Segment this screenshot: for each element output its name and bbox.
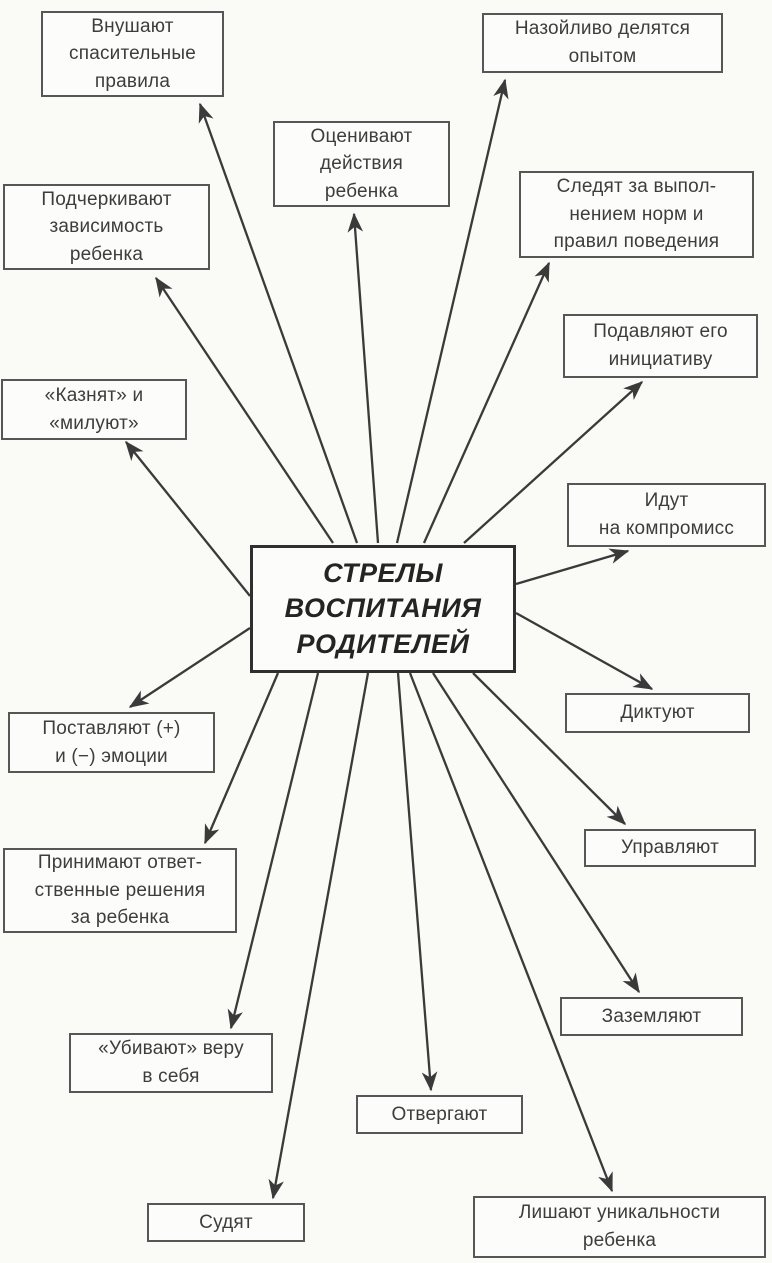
- node-sledyat: Следят за выпол-нением норм и правил пове…: [519, 171, 754, 258]
- node-ubivayut: «Убивают» веру в себя: [69, 1033, 273, 1093]
- node-podavlyayut: Подавляют его инициативу: [563, 314, 758, 378]
- node-diktuyut: Диктуют: [565, 693, 750, 733]
- center-title-line: СТРЕЛЫ: [323, 557, 443, 588]
- arrow-sledyat: [422, 261, 551, 544]
- node-label-line: Судят: [199, 1211, 253, 1233]
- node-postavlyayut: Поставляют (+) и (−) эмоции: [8, 712, 215, 773]
- node-label-line: Подавляют его: [593, 321, 728, 343]
- node-label-line: Идут: [644, 490, 689, 512]
- node-label-line: Диктуют: [620, 702, 695, 724]
- node-label-line: Оценивают: [310, 125, 413, 147]
- arrow-postavlyayut: [128, 627, 251, 708]
- node-label-line: Заземляют: [601, 1005, 702, 1027]
- arrow-vnushayut: [198, 102, 359, 544]
- node-label-line: опытом: [568, 46, 637, 67]
- node-ocenivayut: Оценивают действия ребенка: [273, 121, 450, 207]
- node-label-line: ребенка: [324, 180, 399, 202]
- node-idut: Идут на компромисс: [567, 483, 766, 547]
- node-label-line: правил поведения: [553, 231, 720, 253]
- arrow-podavlyayut: [463, 381, 644, 544]
- node-podcherkivayut: Подчеркивают зависимость ребенка: [3, 184, 210, 270]
- node-label-line: Лишают уникальности: [518, 1202, 721, 1224]
- center-title-line: ВОСПИТАНИЯ: [284, 593, 482, 624]
- center-title-line: РОДИТЕЛЕЙ: [296, 628, 470, 659]
- node-label-line: в себя: [142, 1066, 200, 1087]
- node-nazoylivo: Назойливо делятся опытом: [482, 13, 723, 73]
- node-label-line: Назойливо делятся: [514, 18, 691, 40]
- arrow-nazoylivo: [395, 78, 509, 544]
- node-label-line: Следят за выпол-: [556, 176, 717, 198]
- node-label-line: Внушают: [91, 15, 174, 37]
- node-sudyat: Судят: [147, 1203, 305, 1242]
- node-otvergayut: Отвергают: [356, 1095, 523, 1134]
- node-label-line: правила: [94, 70, 171, 92]
- node-label-line: Подчеркивают: [41, 188, 172, 210]
- arrow-ocenivayut: [347, 212, 380, 544]
- node-label-line: действия: [319, 153, 404, 175]
- center-node-title: СТРЕЛЫ ВОСПИТАНИЯ РОДИТЕЛЕЙ: [250, 545, 516, 673]
- arrow-idut: [515, 548, 630, 586]
- node-label-line: Отвергают: [391, 1103, 488, 1125]
- node-label-line: инициативу: [608, 349, 713, 370]
- arrow-diktuyut: [515, 611, 654, 691]
- node-label-line: Управляют: [620, 837, 719, 859]
- arrow-ubivayut: [227, 672, 320, 1030]
- node-label-line: ребенка: [582, 1230, 657, 1251]
- node-zazemlyayut: Заземляют: [560, 997, 743, 1036]
- arrow-kaznyat: [125, 440, 251, 597]
- node-label-line: за ребенка: [70, 907, 170, 929]
- arrow-sudyat: [268, 672, 370, 1200]
- node-label-line: «милуют»: [49, 412, 139, 434]
- node-lishayut: Лишают уникальности ребенка: [473, 1196, 766, 1258]
- node-prinimayut: Принимают ответ-ственные решения за ребен…: [3, 848, 237, 933]
- arrow-otvergayut: [396, 672, 438, 1092]
- arrow-prinimayut: [203, 672, 280, 845]
- node-label-line: и (−) эмоции: [55, 745, 168, 767]
- node-label-line: «Убивают» веру: [98, 1038, 244, 1060]
- node-label-line: спасительные: [69, 43, 196, 65]
- node-upravlyayut: Управляют: [584, 829, 756, 867]
- node-label-line: нением норм и: [569, 203, 704, 225]
- node-label-line: Принимают ответ-: [37, 852, 203, 874]
- node-label-line: ребенка: [69, 243, 144, 265]
- arrow-zazemlyayut: [432, 672, 640, 994]
- node-label-line: «Казнят» и: [44, 384, 144, 406]
- arrow-podcherkivayut: [155, 276, 334, 544]
- node-vnushayut: Внушают спасительные правила: [41, 11, 224, 97]
- node-label-line: зависимость: [49, 216, 164, 238]
- node-kaznyat: «Казнят» и «милуют»: [1, 379, 187, 440]
- node-label-line: на компромисс: [598, 518, 735, 539]
- node-label-line: ственные решения: [34, 879, 206, 901]
- arrow-upravlyayut: [472, 672, 626, 825]
- node-label-line: Поставляют (+): [42, 717, 181, 739]
- arrow-lishayut: [408, 672, 614, 1193]
